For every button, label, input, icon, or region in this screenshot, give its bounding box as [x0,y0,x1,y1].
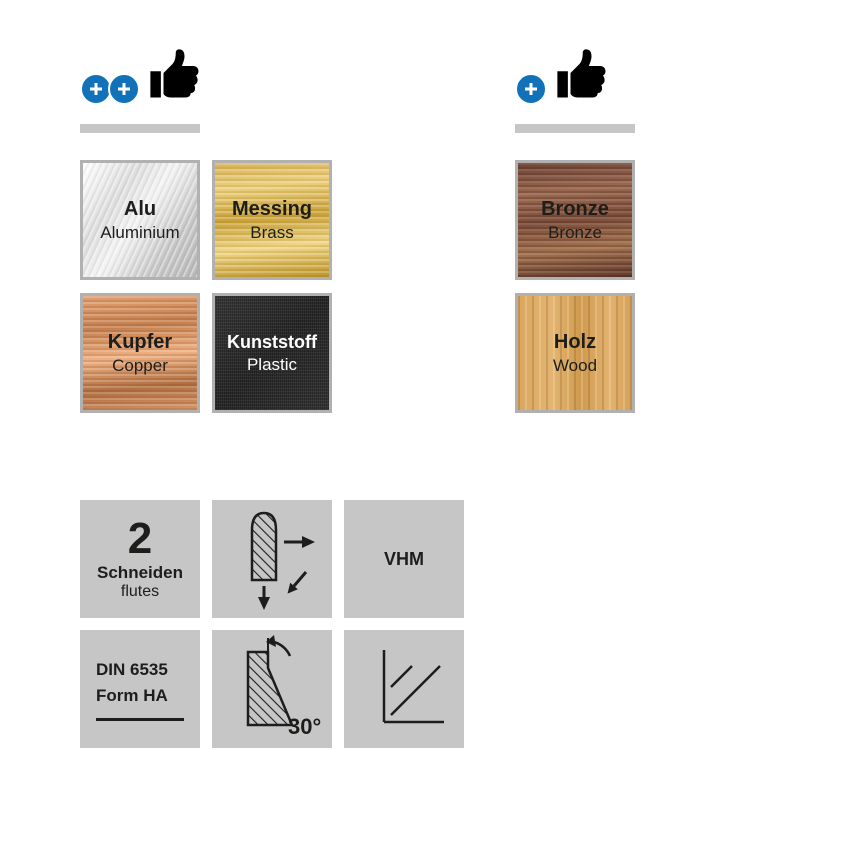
material-subtitle: Copper [112,355,168,375]
din-standard: DIN 6535 [96,660,168,679]
underline-rule [96,718,184,721]
plus-glyph [90,83,102,95]
material-tile-plastic: Kunststoff Plastic [212,293,332,413]
drill-chip-direction-icon [250,511,315,610]
divider-bar-left [80,124,200,133]
material-name: Messing [231,197,313,220]
spec-tile-drill-direction [212,500,332,618]
flute-count: 2 [127,514,153,563]
material-subtitle: Bronze [548,222,602,242]
material-name: Holz [553,330,597,353]
spec-tile-corner-profile [344,630,464,748]
spec-tile-flutes: 2 Schneiden flutes [80,500,200,618]
plus-icon [108,73,140,105]
material-name: Kupfer [107,330,173,353]
din-form: Form HA [96,685,168,705]
material-tile-brass: Messing Brass [212,160,332,280]
corner-profile-icon [382,650,444,724]
material-tile-aluminium: Alu Aluminium [80,160,200,280]
material-name: Alu [123,197,157,220]
flute-label-en: flutes [120,583,160,600]
spec-tile-angle: 30° [212,630,332,748]
material-tile-wood: Holz Wood [515,293,635,413]
material-tile-copper: Kupfer Copper [80,293,200,413]
material-subtitle: Wood [552,355,598,375]
material-name: Bronze [541,197,609,220]
vhm-label: VHM [384,548,424,569]
flute-label-de: Schneiden [97,563,183,582]
material-name: Kunststoff [227,332,317,353]
material-subtitle: Aluminium [100,222,180,242]
plus-glyph [525,83,537,95]
plus-icon [515,73,547,105]
rating-right [515,48,609,106]
angle-value: 30° [288,714,321,739]
material-subtitle: Brass [250,222,294,242]
thumbs-up-icon [553,45,609,106]
divider-bar-right [515,124,635,133]
plus-glyph [118,83,130,95]
material-tile-bronze: Bronze Bronze [515,160,635,280]
spec-tile-vhm: VHM [344,500,464,618]
material-subtitle: Plastic [246,354,298,374]
angle-30-icon: 30° [246,635,321,739]
rating-left [80,48,202,106]
thumbs-up-icon [146,45,202,106]
plus-icon [80,73,112,105]
spec-tile-din: DIN 6535 Form HA [80,630,200,748]
